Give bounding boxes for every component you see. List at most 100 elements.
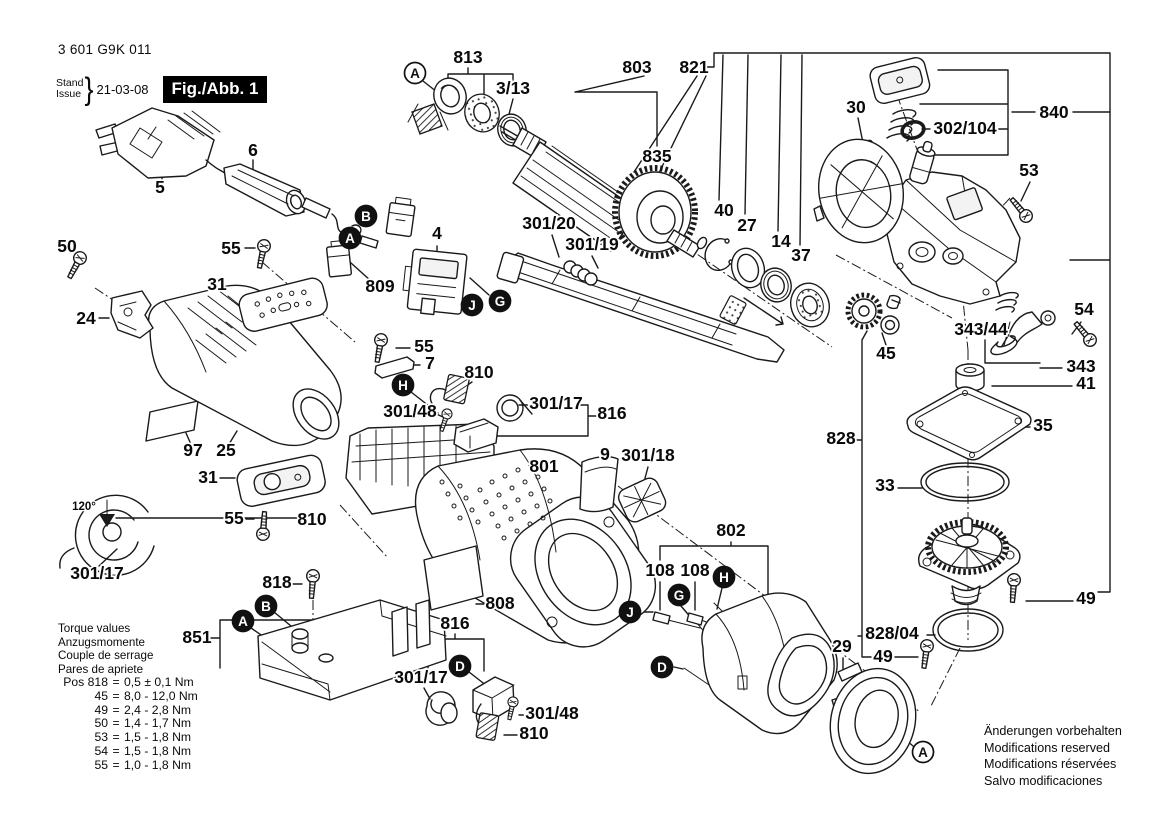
part-label-810: 810 (297, 509, 326, 529)
part-label-301-48: 301/48 (525, 703, 579, 723)
document-part-number: 3 601 G9K 011 (58, 42, 152, 57)
part-label-809: 809 (365, 276, 394, 296)
torque-row: 49=2,4 - 2,8 Nm (94, 702, 192, 717)
part-label-828-04: 828/04 (865, 623, 919, 643)
callout-d-filled: D (650, 655, 674, 679)
lock-pin (909, 140, 936, 185)
screw-49-left (916, 638, 935, 670)
stator-802 (652, 592, 838, 735)
modification-notes: Änderungen vorbehalten Modifications res… (984, 723, 1122, 789)
part-label-5: 5 (155, 177, 165, 197)
o-ring-302-104 (900, 119, 926, 141)
sticker-97 (145, 400, 199, 442)
torque-row: 45=8,0 - 12,0 Nm (94, 688, 198, 703)
svg-text:B: B (261, 599, 271, 614)
part-label-55: 55 (224, 508, 244, 528)
armature (499, 125, 708, 259)
part-label-33: 33 (875, 475, 895, 495)
spacer-41 (955, 363, 985, 392)
part-label-301-20: 301/20 (522, 213, 576, 233)
part-label-810: 810 (519, 723, 548, 743)
stand-label: Stand (56, 77, 84, 89)
part-label-4: 4 (432, 223, 442, 243)
part-label-29: 29 (832, 636, 852, 656)
torque-row: 54=1,5 - 1,8 Nm (94, 743, 192, 758)
end-cover-29 (829, 662, 917, 775)
torque-title-de: Anzugsmomente (58, 635, 145, 649)
issue-label: Issue (56, 88, 82, 100)
svg-text:A: A (918, 745, 928, 760)
part-label-835: 835 (642, 146, 671, 166)
part-label-55: 55 (221, 238, 241, 258)
part-label-53: 53 (1019, 160, 1039, 180)
callout-a-filled: A (231, 609, 255, 633)
svg-text:D: D (455, 659, 465, 674)
part-label-801: 801 (529, 456, 558, 476)
part-label-343: 343 (1066, 356, 1095, 376)
note-es: Salvo modificaciones (984, 773, 1103, 788)
part-label-816: 816 (597, 403, 626, 423)
svg-text:B: B (361, 209, 371, 224)
callout-j-filled: J (460, 293, 484, 317)
note-fr: Modifications réservées (984, 757, 1117, 771)
part-label-818: 818 (262, 572, 291, 592)
part-label-813: 813 (453, 47, 482, 67)
part-label-821: 821 (679, 57, 708, 77)
part-label-301-48: 301/48 (383, 401, 437, 421)
switch-4 (402, 248, 468, 316)
part-label-30: 30 (846, 97, 866, 117)
cord-sleeve (223, 163, 379, 249)
part-label-301-18: 301/18 (621, 445, 675, 465)
housing-vent-speckles (439, 463, 553, 541)
part-label-301-17: 301/17 (394, 667, 448, 687)
svg-text:H: H (719, 570, 729, 585)
part-label-45: 45 (876, 343, 896, 363)
gear-head-housing (885, 171, 1021, 305)
power-plug (95, 107, 227, 179)
part-label-840: 840 (1039, 102, 1068, 122)
motor-housing-25 (147, 284, 342, 447)
guide-301-18 (617, 477, 667, 523)
switch-plate-851 (257, 599, 447, 701)
callout-a-filled: A (338, 226, 362, 250)
spring-301-19 (563, 260, 598, 286)
part-label-37: 37 (791, 245, 810, 265)
callout-g-filled: G (488, 289, 512, 313)
part-label-35: 35 (1033, 415, 1053, 435)
part-label-25: 25 (216, 440, 236, 460)
figure-label: Fig./Abb. 1 (162, 75, 268, 103)
part-label-9: 9 (600, 444, 610, 464)
torsion-spring-810 (59, 494, 155, 576)
part-label-40: 40 (714, 200, 734, 220)
screw-55-top (252, 237, 273, 270)
o-ring-828-04 (932, 608, 1004, 652)
part-label-301-17: 301/17 (70, 563, 124, 583)
bracket-24 (110, 290, 154, 339)
svg-text:A: A (410, 66, 420, 81)
note-de: Änderungen vorbehalten (984, 724, 1122, 738)
part-label-851: 851 (182, 627, 211, 647)
torque-row: 55=1,0 - 1,8 Nm (94, 757, 192, 772)
torque-title-es: Pares de apriete (58, 662, 144, 676)
screw-818 (304, 568, 321, 600)
curly-brace-glyph: } (84, 71, 94, 106)
callout-b-filled: B (354, 204, 378, 228)
parts-artwork (59, 57, 1100, 775)
screw-55-low (255, 510, 272, 542)
part-label-14: 14 (771, 231, 791, 251)
note-en: Modifications reserved (984, 740, 1110, 755)
sticker-808 (423, 545, 484, 611)
torque-row: 53=1,5 - 1,8 Nm (94, 730, 192, 745)
svg-text:G: G (495, 294, 506, 309)
part-label-41: 41 (1076, 373, 1096, 393)
baffle-9 (579, 455, 619, 513)
support-arm (496, 251, 785, 363)
part-label-343-44: 343/44 (954, 319, 1008, 339)
cover-plate-31-bottom (236, 454, 326, 507)
part-label-802: 802 (716, 520, 745, 540)
part-label-6: 6 (248, 140, 258, 160)
spring-small (886, 109, 917, 142)
lock-lever-343 (990, 291, 1056, 356)
